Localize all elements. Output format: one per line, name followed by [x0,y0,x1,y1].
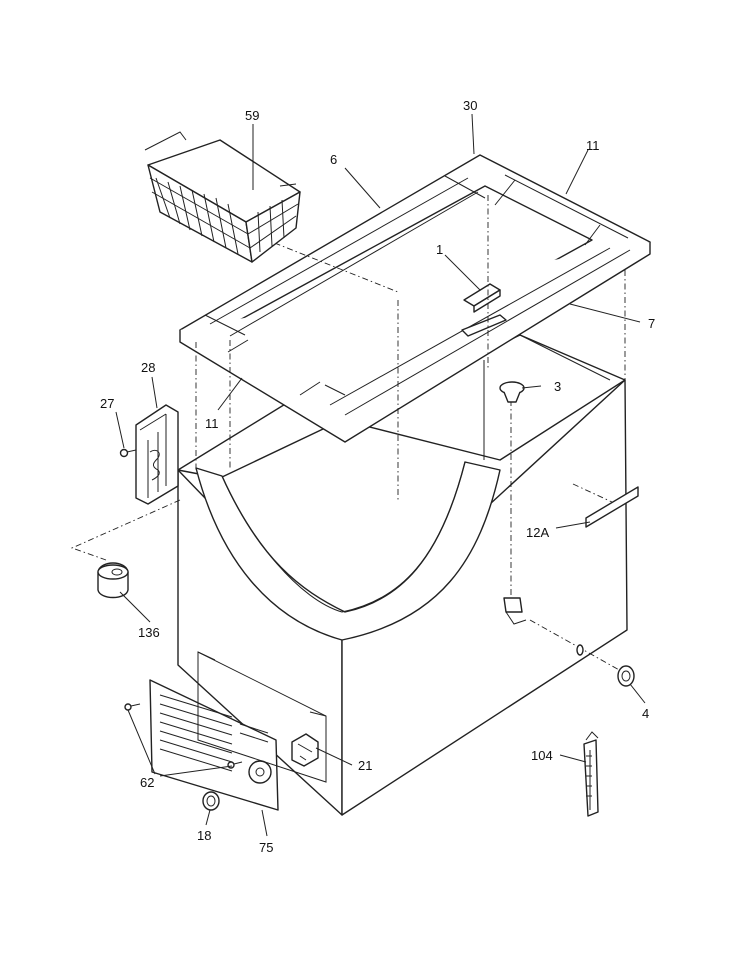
leader-lines [115,113,646,837]
callout-labels: 59 30 6 11 1 7 28 27 11 3 12A 136 4 104 … [100,98,655,855]
callout-75: 75 [259,840,273,855]
callout-11-left: 11 [205,416,219,431]
callout-7: 7 [648,316,655,331]
hinge-cap-part-136 [97,562,129,599]
drain-tube [503,597,527,625]
drain-cap-part-4 [576,644,635,687]
callout-21: 21 [358,758,372,773]
drain-plug-part-3 [499,381,525,403]
callout-59: 59 [245,108,259,123]
callout-3: 3 [554,379,561,394]
callout-1: 1 [436,242,443,257]
label-plate-part-12a [585,486,639,528]
callout-62: 62 [140,775,154,790]
callout-28: 28 [141,360,155,375]
callout-104: 104 [531,748,553,763]
storage-basket-part-59 [144,131,301,263]
relay-part-21 [291,733,319,767]
lid-frame-assembly [179,154,651,443]
machine-compartment [197,651,327,783]
callout-4: 4 [642,706,649,721]
callout-27: 27 [100,396,114,411]
callout-30: 30 [463,98,477,113]
hinge-part-28 [135,404,179,505]
knob-part-18 [202,791,220,811]
callout-6: 6 [330,152,337,167]
lid-latch-part-1 [463,283,501,313]
thermometer-part-104 [583,731,599,817]
callout-12a: 12A [526,525,549,540]
callout-11-top: 11 [586,138,600,153]
callout-136: 136 [138,625,160,640]
screw-part-27 [119,448,137,458]
callout-18: 18 [197,828,211,843]
